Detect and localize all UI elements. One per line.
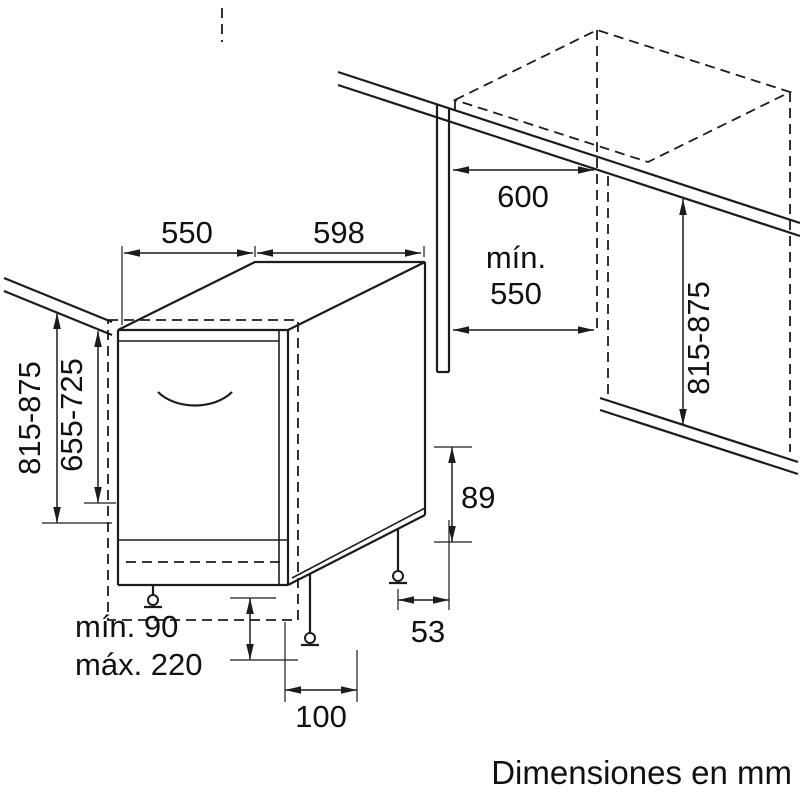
dimension-niche-height-right: 815-875 [679, 199, 716, 425]
units-note: Dimensiones en mm [491, 754, 792, 791]
adjustable-foot-rear-right [389, 529, 407, 585]
dimension-niche-min-550: mín. 550 [453, 240, 594, 334]
dimension-label-550-depth: 550 [161, 215, 213, 250]
adjustable-foot-front-left [144, 585, 162, 609]
dimension-counter-600: 600 [453, 166, 594, 214]
door-handle [157, 391, 233, 407]
dimension-label-655-725: 655-725 [54, 358, 89, 472]
dimension-label-plinth-max: máx. 220 [75, 647, 203, 682]
floor-line-right [599, 396, 799, 476]
dimension-width-598: 598 [257, 215, 425, 257]
dishwasher-body [116, 260, 427, 587]
dimension-label-815-875-right: 815-875 [681, 281, 716, 395]
dimension-label-598-width: 598 [313, 215, 365, 250]
dimension-depth-550: 550 [121, 215, 256, 325]
dimension-label-plinth-min: mín. 90 [75, 609, 178, 644]
dimension-label-89: 89 [461, 480, 495, 515]
niche-outline [452, 29, 793, 452]
dimension-door-panel-height: 655-725 [54, 331, 116, 504]
left-countertop [3, 276, 113, 337]
dimension-base-89: 89 [434, 446, 495, 543]
dimension-niche-height-left: 815-875 [12, 313, 112, 524]
cabinet-side-panel [435, 105, 451, 374]
dimension-plinth: mín. 90 máx. 220 [75, 597, 298, 682]
furniture-panel-outline [107, 319, 299, 621]
dimension-rear-foot-53: 53 [397, 520, 450, 649]
dimension-front-foot-100: 100 [284, 622, 358, 734]
dimension-label-815-875-left: 815-875 [12, 361, 47, 475]
adjustable-foot-front-right [301, 574, 319, 647]
dimension-label-min-550: 550 [490, 276, 542, 311]
right-countertop [337, 70, 800, 238]
dimension-label-100: 100 [295, 699, 347, 734]
dimension-label-53: 53 [411, 614, 445, 649]
dimension-label-600: 600 [497, 179, 549, 214]
dimension-label-min: mín. [486, 240, 546, 275]
